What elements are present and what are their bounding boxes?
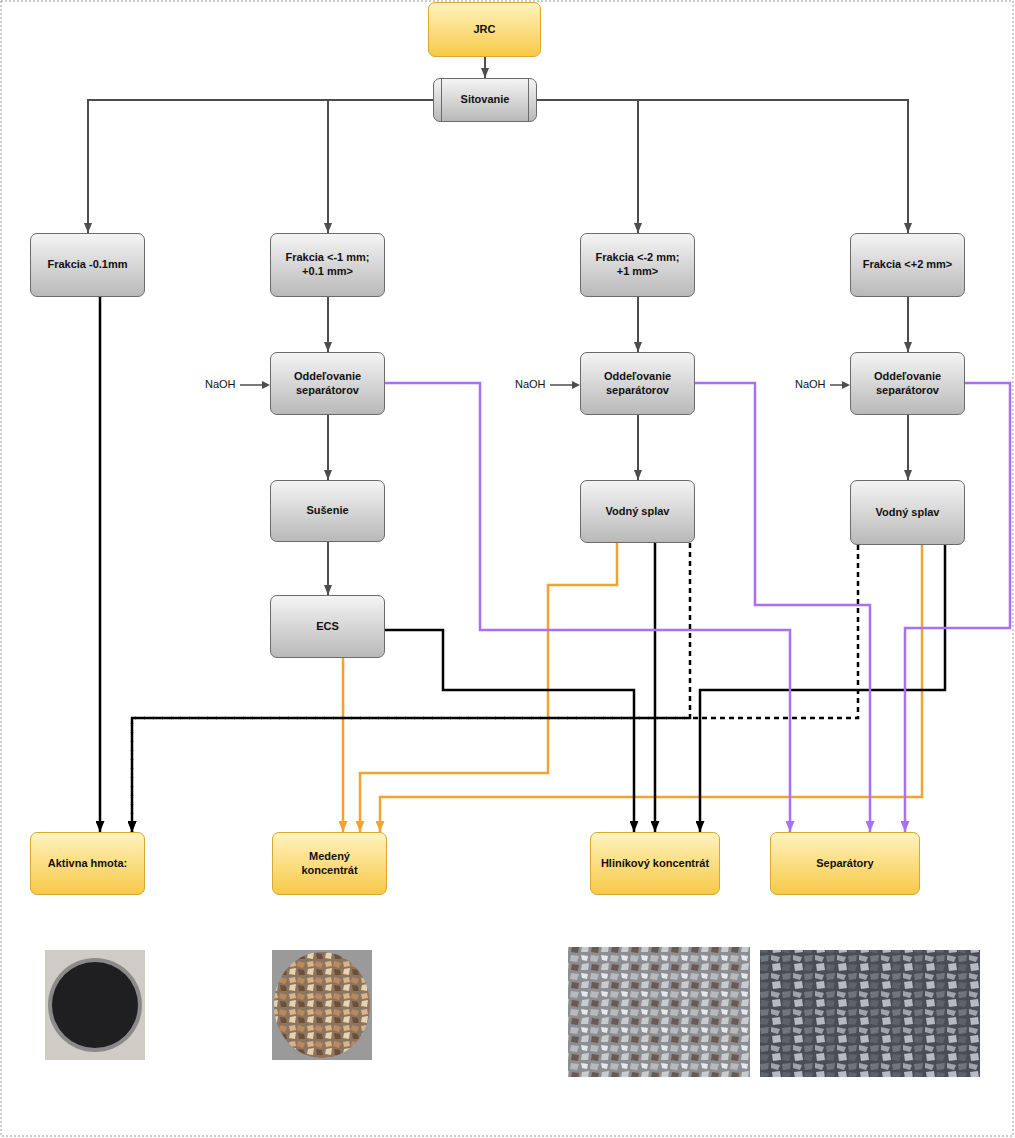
process-box: ECS bbox=[270, 595, 385, 658]
box-label: Oddeľovanie separátorov bbox=[589, 370, 686, 398]
dashed-flow-arrow bbox=[132, 543, 690, 832]
photo-aluminium bbox=[568, 947, 750, 1077]
flow-arrow bbox=[907, 297, 909, 352]
flow-arrow bbox=[385, 630, 634, 832]
flow-arrow bbox=[637, 415, 639, 480]
flow-arrow bbox=[342, 658, 345, 832]
predefined-process-box: Sitovanie bbox=[433, 78, 537, 122]
reagent-label: NaOH bbox=[515, 378, 546, 391]
photo-ground bbox=[272, 950, 372, 1060]
process-box: Oddeľovanie separátorov bbox=[580, 352, 695, 415]
box-label: Frakcia <-2 mm; +1 mm> bbox=[589, 251, 686, 279]
box-label: Hliníkový koncentrát bbox=[601, 857, 709, 871]
flow-arrow bbox=[695, 383, 870, 832]
box-label: Vodný splav bbox=[876, 506, 940, 520]
photo-active-mass bbox=[45, 950, 145, 1060]
flow-arrow bbox=[907, 415, 909, 480]
photo-separators bbox=[760, 950, 980, 1077]
box-label: Oddeľovanie separátorov bbox=[279, 370, 376, 398]
feed-arrowhead bbox=[262, 381, 270, 389]
black-powder bbox=[52, 962, 138, 1048]
flow-arrow bbox=[327, 415, 329, 480]
flow-arrow bbox=[905, 383, 1010, 832]
process-box: Frakcia -0.1mm bbox=[30, 233, 145, 297]
photo-copper bbox=[272, 950, 372, 1060]
photo-ground bbox=[45, 950, 145, 1060]
reagent-label: NaOH bbox=[205, 378, 236, 391]
flow-arrow bbox=[360, 543, 617, 832]
box-label: Medený koncentrát bbox=[281, 850, 378, 878]
box-label: ECS bbox=[316, 620, 339, 634]
process-box: Vodný splav bbox=[850, 480, 965, 545]
process-box: Oddeľovanie separátorov bbox=[850, 352, 965, 415]
process-box: Sušenie bbox=[270, 480, 385, 542]
feed-arrowhead bbox=[572, 381, 580, 389]
feed-line bbox=[550, 384, 574, 386]
process-box: Frakcia <-1 mm; +0.1 mm> bbox=[270, 233, 385, 297]
flow-arrow bbox=[654, 543, 657, 832]
process-box: Vodný splav bbox=[580, 480, 695, 543]
box-label: Frakcia -0.1mm bbox=[47, 258, 127, 272]
box-label: JRC bbox=[473, 23, 495, 37]
box-label: Sušenie bbox=[306, 504, 348, 518]
feed-arrowhead bbox=[842, 381, 850, 389]
process-box: Frakcia <+2 mm> bbox=[850, 233, 965, 297]
dish-rim bbox=[48, 958, 142, 1052]
box-label: Separátory bbox=[816, 857, 873, 871]
flow-arrow bbox=[484, 57, 486, 78]
feed-line bbox=[830, 384, 844, 386]
process-box: Frakcia <-2 mm; +1 mm> bbox=[580, 233, 695, 297]
process-box: Oddeľovanie separátorov bbox=[270, 352, 385, 415]
output-box: Separátory bbox=[770, 832, 920, 895]
copper-flakes bbox=[274, 952, 370, 1058]
flow-arrow bbox=[537, 100, 638, 233]
flow-arrow bbox=[700, 545, 945, 832]
output-box: Aktivna hmota: bbox=[30, 832, 145, 895]
dashed-flow-arrow bbox=[132, 545, 858, 832]
flow-arrow bbox=[327, 297, 329, 352]
flow-arrow bbox=[385, 383, 790, 832]
box-label: Frakcia <+2 mm> bbox=[863, 258, 953, 272]
output-box: Medený koncentrát bbox=[272, 832, 387, 895]
box-label: Aktivna hmota: bbox=[48, 857, 127, 871]
box-label: Oddeľovanie separátorov bbox=[859, 370, 956, 398]
box-label: Sitovanie bbox=[461, 93, 510, 107]
flow-arrow bbox=[327, 542, 329, 595]
output-box: Hliníkový koncentrát bbox=[590, 832, 720, 895]
box-label: Vodný splav bbox=[606, 505, 670, 519]
flow-arrow bbox=[99, 297, 102, 832]
flow-arrow bbox=[637, 297, 639, 352]
output-box: JRC bbox=[428, 2, 541, 57]
flow-arrow bbox=[537, 100, 908, 233]
reagent-label: NaOH bbox=[795, 378, 826, 391]
box-label: Frakcia <-1 mm; +0.1 mm> bbox=[279, 251, 376, 279]
flow-arrow bbox=[88, 100, 433, 233]
feed-line bbox=[240, 384, 264, 386]
flow-arrow bbox=[328, 100, 433, 233]
flow-arrow bbox=[380, 545, 922, 832]
